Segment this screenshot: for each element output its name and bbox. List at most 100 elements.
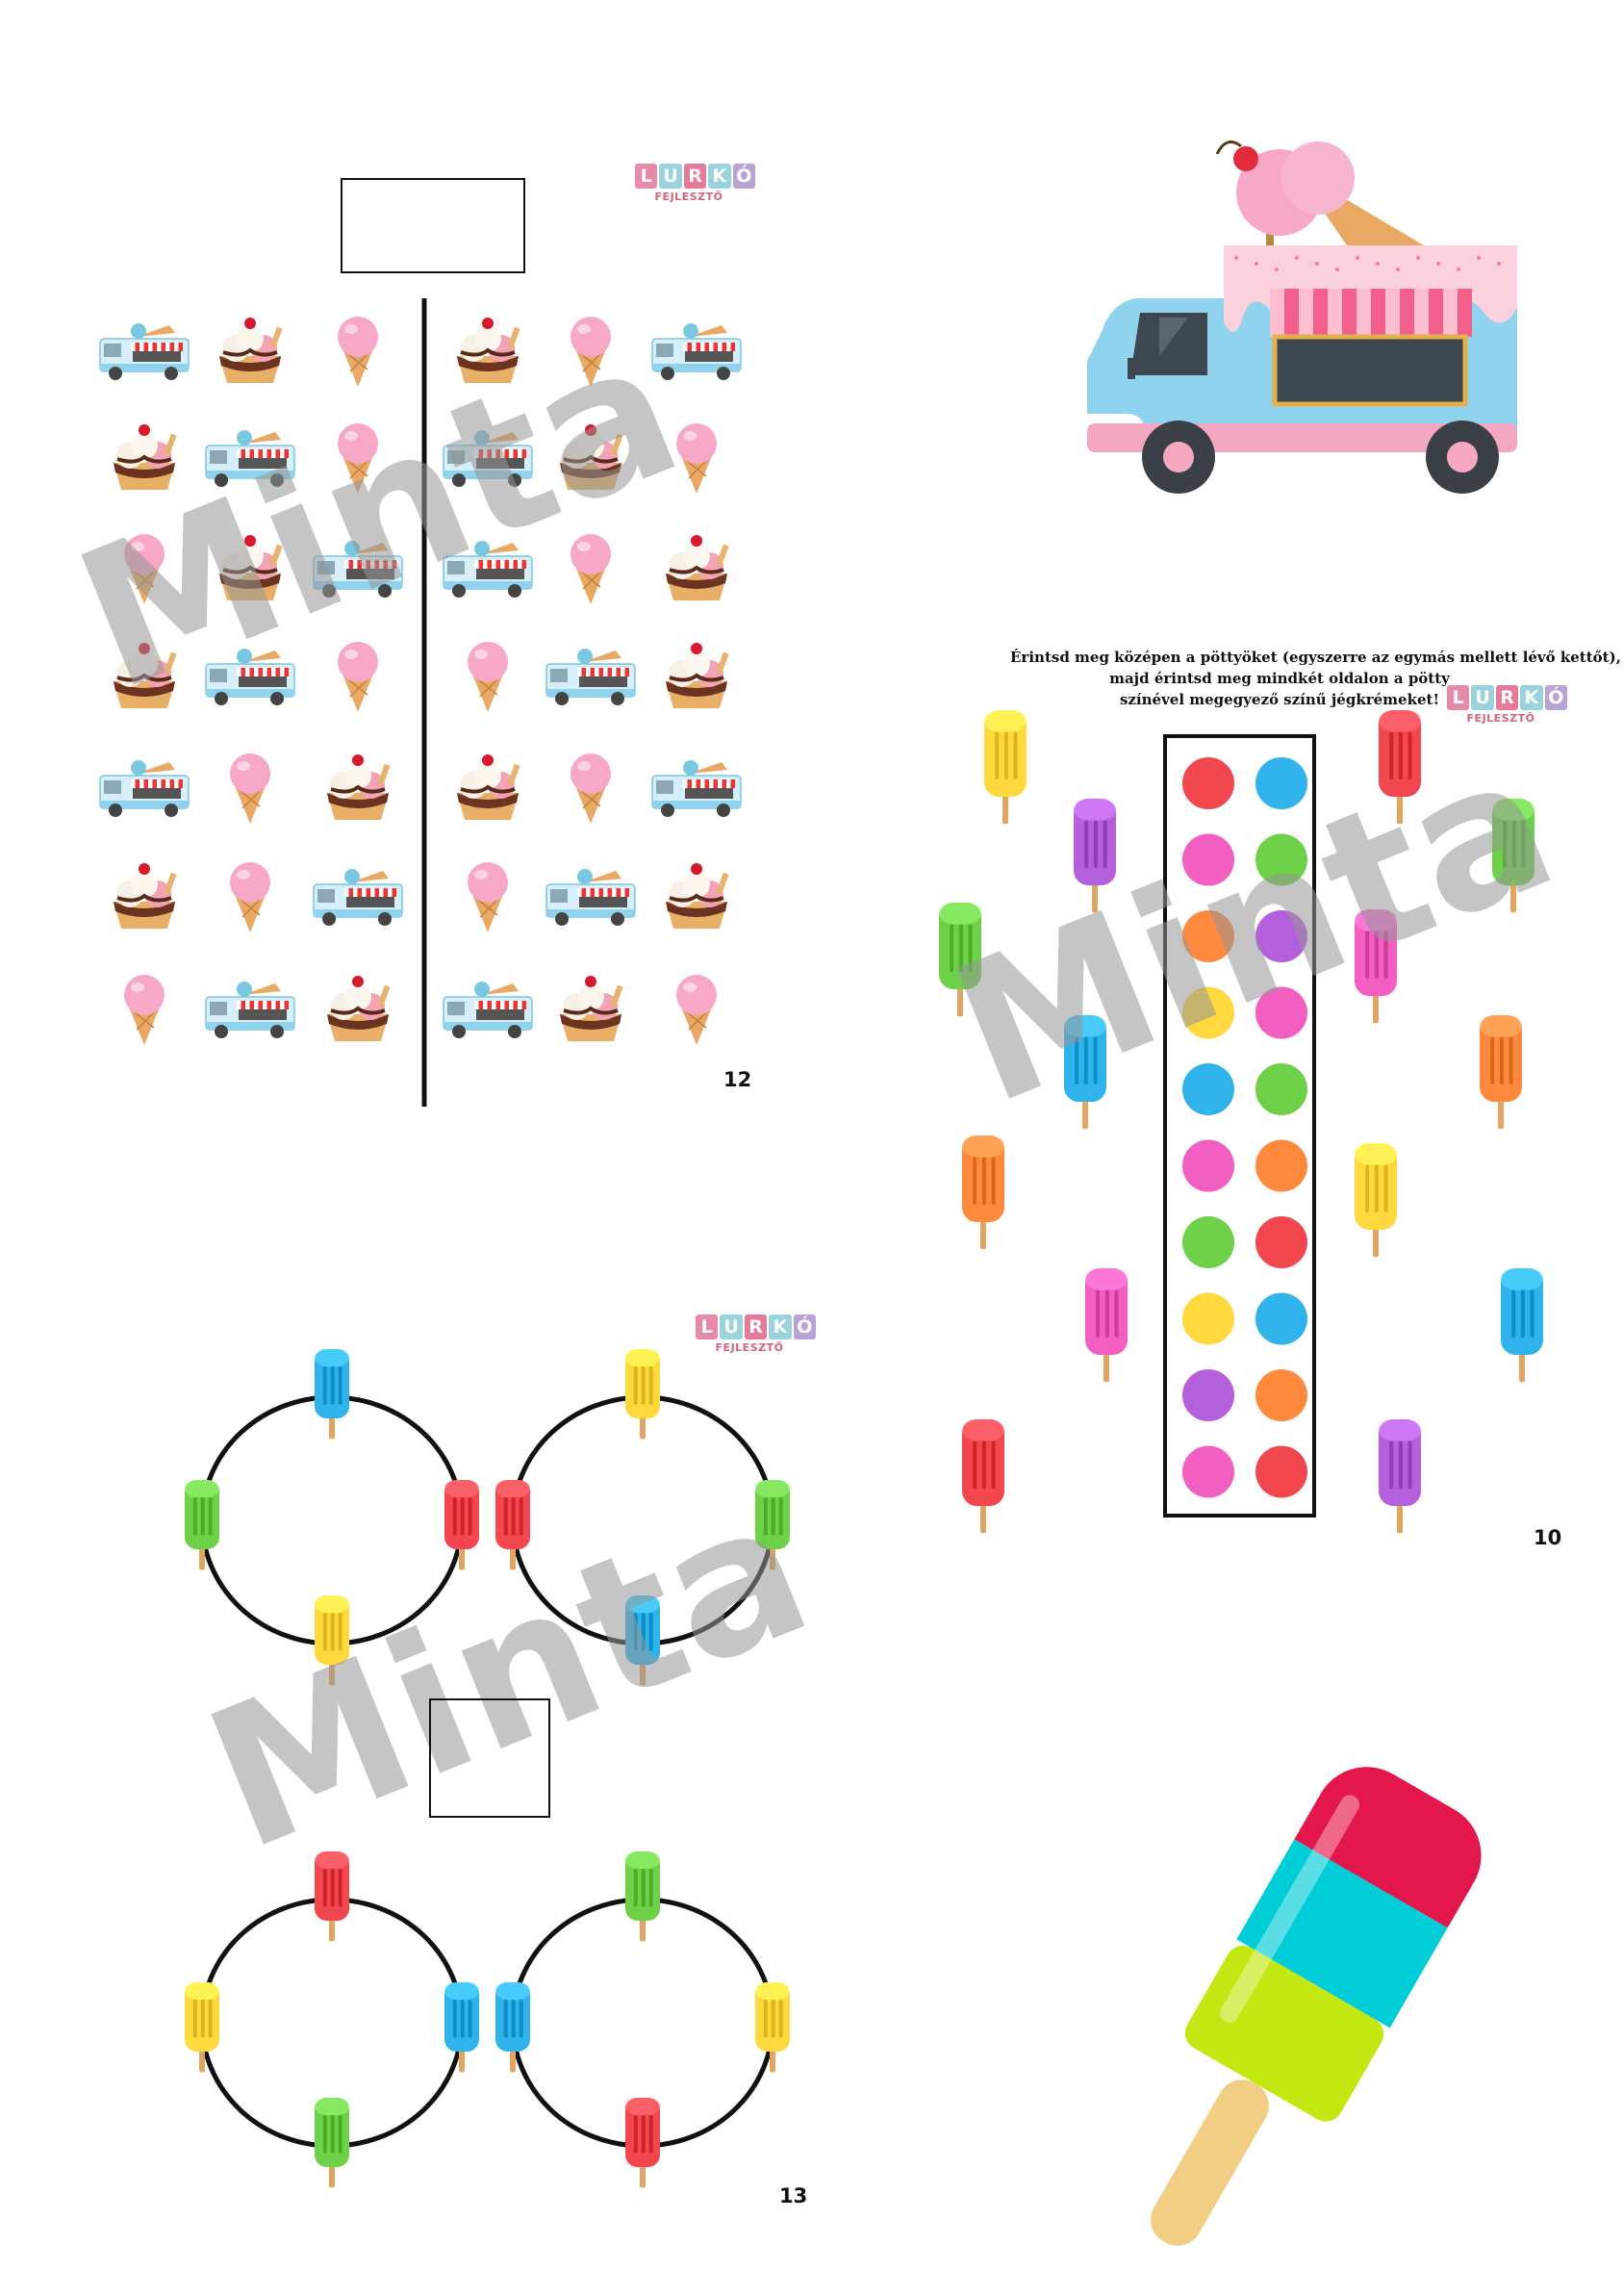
page-number-12: 12 bbox=[723, 1068, 752, 1091]
popsicle-icon bbox=[1379, 1419, 1421, 1534]
dot-icon bbox=[1182, 833, 1234, 886]
sundae-icon bbox=[114, 863, 177, 929]
popsicle-icon bbox=[1355, 909, 1397, 1024]
ice-cream-truck-icon bbox=[443, 982, 533, 1038]
sundae-icon bbox=[114, 424, 177, 490]
dot-icon bbox=[1255, 833, 1307, 886]
sundae-icon bbox=[327, 754, 391, 820]
dot-icon bbox=[1255, 757, 1307, 809]
ice-cream-cone-icon bbox=[124, 534, 165, 604]
popsicle-icon bbox=[315, 2098, 349, 2188]
ice-cream-cone-icon bbox=[338, 423, 378, 494]
ice-cream-cone-icon bbox=[338, 317, 378, 387]
ice-cream-truck-icon bbox=[205, 982, 295, 1038]
dot-icon bbox=[1182, 1445, 1234, 1498]
logo-letter: Ó bbox=[793, 1314, 817, 1339]
logo-letter: K bbox=[1520, 685, 1543, 710]
answer-box-page13[interactable] bbox=[429, 1698, 550, 1818]
popsicle-icon bbox=[185, 1480, 219, 1570]
instruction-line: majd érintsd meg mindkét oldalon a pötty bbox=[1109, 670, 1450, 687]
logo-subtitle: FEJLESZTŐ bbox=[654, 191, 723, 203]
popsicle-icon bbox=[962, 1135, 1004, 1250]
logo-letter: K bbox=[708, 164, 731, 189]
popsicle-icon bbox=[185, 1982, 219, 2073]
ice-cream-truck-icon bbox=[205, 430, 295, 487]
dot-icon bbox=[1182, 986, 1234, 1039]
popsicle-icon bbox=[625, 1851, 660, 1942]
sundae-icon bbox=[219, 535, 283, 600]
lurko-logo: L U R K Ó FEJLESZTŐ bbox=[635, 164, 756, 210]
popsicle-icon bbox=[984, 710, 1027, 825]
popsicle-icon bbox=[495, 1480, 530, 1570]
large-popsicle-illustration bbox=[1151, 1767, 1482, 2246]
sundae-icon bbox=[666, 643, 729, 708]
popsicle-icon bbox=[1064, 1015, 1106, 1130]
sundae-icon bbox=[560, 424, 623, 490]
ice-cream-truck-icon bbox=[443, 430, 533, 487]
ice-cream-truck-illustration bbox=[1087, 140, 1517, 494]
sundae-icon bbox=[457, 318, 520, 383]
instruction-line: színével megegyező színű jégkrémeket! bbox=[1119, 691, 1440, 708]
logo-letter: U bbox=[659, 164, 682, 189]
ice-cream-truck-icon bbox=[205, 649, 295, 705]
dot-icon bbox=[1255, 1139, 1307, 1192]
logo-letter: L bbox=[635, 164, 658, 189]
dot-icon bbox=[1182, 1216, 1234, 1268]
logo-letters: L U R K Ó bbox=[696, 1314, 817, 1339]
popsicle-icon bbox=[939, 903, 981, 1017]
logo-letter: K bbox=[769, 1314, 792, 1339]
ice-cream-cone-icon bbox=[230, 753, 270, 824]
logo-letters: L U R K Ó bbox=[1447, 685, 1568, 710]
sundae-icon bbox=[560, 976, 623, 1041]
logo-letter: Ó bbox=[1544, 685, 1568, 710]
lurko-logo: L U R K Ó FEJLESZTŐ bbox=[1447, 685, 1568, 731]
instructions-page10: Érintsd meg középen a pöttyöket (egyszer… bbox=[1010, 647, 1621, 710]
dot-icon bbox=[1255, 910, 1307, 962]
sundae-icon bbox=[666, 863, 729, 929]
ice-cream-cone-icon bbox=[468, 642, 508, 712]
dot-icon bbox=[1255, 1369, 1307, 1421]
popsicle-icon bbox=[1492, 799, 1534, 913]
popsicle-icon bbox=[315, 1349, 349, 1440]
logo-letter: R bbox=[744, 1314, 768, 1339]
sundae-icon bbox=[219, 318, 283, 383]
ice-cream-truck-icon bbox=[313, 541, 403, 598]
page-number-13: 13 bbox=[779, 2184, 808, 2207]
dot-icon bbox=[1182, 910, 1234, 962]
ice-cream-cone-icon bbox=[468, 862, 508, 932]
popsicle-icon bbox=[1085, 1268, 1128, 1383]
dot-column-frame bbox=[1163, 734, 1316, 1518]
logo-letter: R bbox=[683, 164, 707, 189]
logo-letter: U bbox=[1471, 685, 1494, 710]
ice-cream-truck-icon bbox=[651, 323, 742, 380]
popsicle-icon bbox=[315, 1595, 349, 1686]
logo-letter: L bbox=[1447, 685, 1470, 710]
popsicle-icon bbox=[444, 1982, 479, 2073]
ice-cream-truck-icon bbox=[443, 541, 533, 598]
ice-cream-truck-icon bbox=[651, 760, 742, 817]
sundae-icon bbox=[666, 535, 729, 600]
popsicle-icon bbox=[1379, 710, 1421, 825]
popsicle-icon bbox=[1355, 1143, 1397, 1258]
logo-letters: L U R K Ó bbox=[635, 164, 756, 189]
instruction-line: Érintsd meg középen a pöttyöket (egyszer… bbox=[1010, 649, 1621, 666]
dot-icon bbox=[1182, 1292, 1234, 1345]
popsicle-icon bbox=[962, 1419, 1004, 1534]
dot-icon bbox=[1255, 1292, 1307, 1345]
logo-subtitle: FEJLESZTŐ bbox=[715, 1341, 784, 1354]
popsicle-icon bbox=[444, 1480, 479, 1570]
dot-icon bbox=[1255, 1445, 1307, 1498]
sundae-icon bbox=[457, 754, 520, 820]
answer-box-page12[interactable] bbox=[341, 178, 525, 273]
ice-cream-cone-icon bbox=[230, 862, 270, 932]
logo-subtitle: FEJLESZTŐ bbox=[1466, 712, 1535, 725]
ice-cream-cone-icon bbox=[676, 975, 717, 1045]
ice-cream-cone-icon bbox=[571, 753, 611, 824]
sundae-icon bbox=[114, 643, 177, 708]
ice-cream-cone-icon bbox=[338, 642, 378, 712]
dot-icon bbox=[1182, 1139, 1234, 1192]
dot-icon bbox=[1255, 1063, 1307, 1115]
dot-icon bbox=[1255, 986, 1307, 1039]
popsicle-icon bbox=[495, 1982, 530, 2073]
